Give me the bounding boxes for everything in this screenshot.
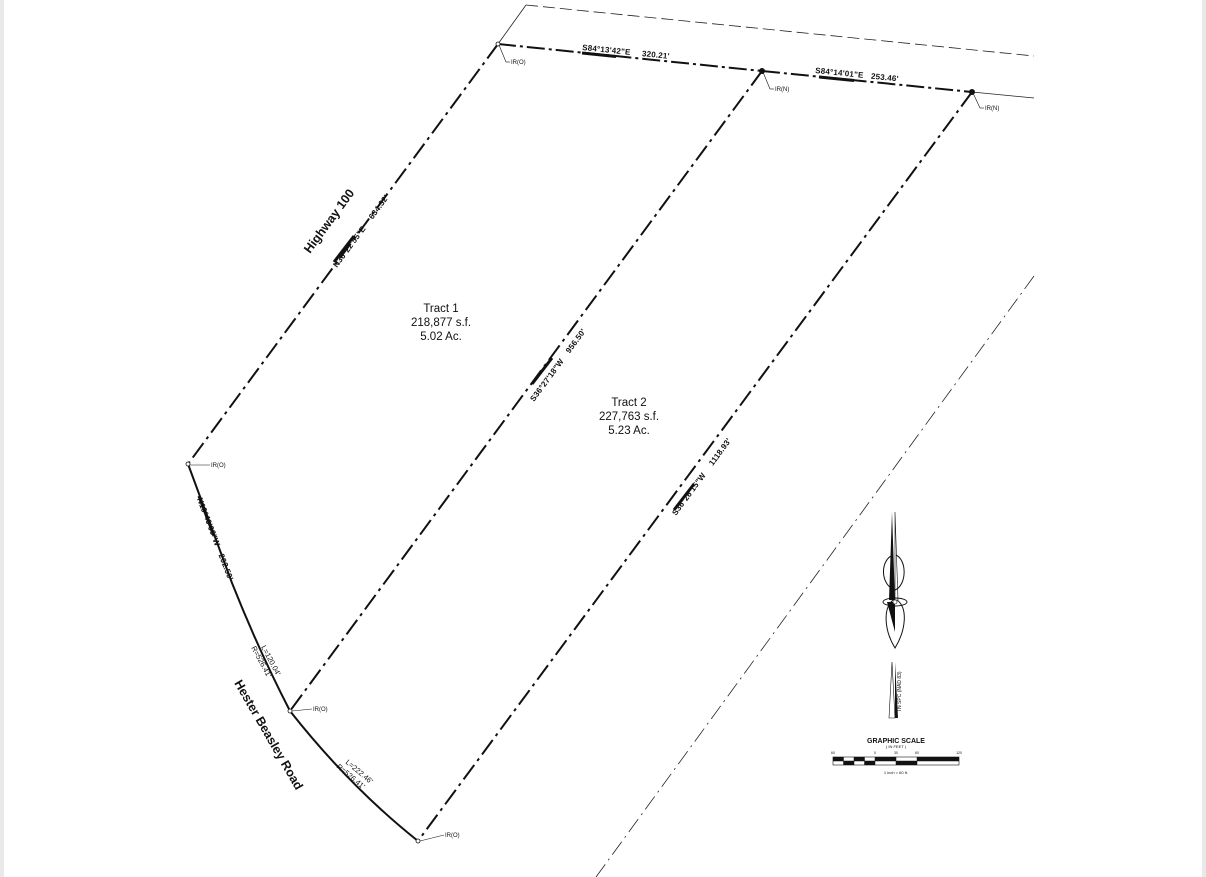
distance-label-east: 1118.93' <box>707 437 733 468</box>
boundary-east <box>417 91 973 842</box>
distance-label-north-2: 253.46' <box>871 72 900 84</box>
north-arrow-icon: TN SPC (NAD 83) <box>882 511 908 719</box>
pin-label: IR(O) <box>511 60 526 66</box>
scale-tick-4: 120 <box>956 751 962 755</box>
adjacent-line-corner <box>497 4 527 45</box>
distance-label-highway: 634.32' <box>367 193 391 221</box>
pin-label: IR(O) <box>445 833 460 839</box>
pin-ir-n-middle: IR(N) <box>759 68 789 93</box>
graphic-scale: GRAPHIC SCALE ( IN FEET ) 60 0 30 60 120… <box>831 738 962 775</box>
bearing-mark-highway <box>332 235 356 263</box>
scale-tick-3: 60 <box>915 751 919 755</box>
boundary-north-2 <box>761 70 973 93</box>
scale-tick-2: 30 <box>894 751 898 755</box>
distance-label-middle: 956.50' <box>564 327 588 355</box>
adjacent-line-north <box>525 4 1035 57</box>
pin-ir-o-south: IR(O) <box>415 833 460 844</box>
scale-units: ( IN FEET ) <box>886 744 907 749</box>
tract-1-area-ac: 5.02 Ac. <box>420 331 462 343</box>
tract-1-label: Tract 1 218,877 s.f. 5.02 Ac. <box>411 303 471 343</box>
north-arrow-label: TN SPC (NAD 83) <box>897 671 903 712</box>
pin-ir-o-hester: IR(O) <box>287 707 328 714</box>
bearing-mark-north-2 <box>818 75 855 82</box>
tract-2-name: Tract 2 <box>611 397 646 409</box>
tract-2-area-sf: 227,763 s.f. <box>599 411 659 423</box>
pin-ir-o-north: IR(O) <box>495 41 526 66</box>
bearing-mark-east <box>672 483 696 511</box>
bearing-label-highway: N36°22'55"E <box>331 224 368 269</box>
distance-label-north-1: 320.21' <box>641 49 670 61</box>
adjacent-line-southeast <box>595 275 1035 877</box>
scale-tick-1: 0 <box>874 751 876 755</box>
survey-plat: IR(O) IR(N) IR(N) IR(O) IR(O) IR(O) S84°… <box>185 4 1035 877</box>
tract-2-label: Tract 2 227,763 s.f. 5.23 Ac. <box>599 397 659 437</box>
adjacent-line-east <box>971 91 1035 99</box>
tract-1-name: Tract 1 <box>423 303 458 315</box>
tract-2-area-ac: 5.23 Ac. <box>608 425 650 437</box>
pin-label: IR(O) <box>313 707 328 713</box>
boundary-hester-curve <box>289 710 419 842</box>
boundary-hester-west <box>187 463 291 712</box>
boundary-tract-division <box>289 70 763 712</box>
tract-1-area-sf: 218,877 s.f. <box>411 317 471 329</box>
scale-tick-0: 60 <box>831 751 835 755</box>
pin-ir-n-east: IR(N) <box>969 89 999 112</box>
distance-label-west: 202.50' <box>217 553 235 582</box>
pin-label: IR(O) <box>211 463 226 469</box>
scale-note: 1 inch = 60 ft. <box>884 770 908 775</box>
road-label-hester: Hester Beasley Road <box>231 678 305 793</box>
bearing-label-east: S36°26'15"W <box>670 471 707 517</box>
bearing-mark-middle <box>530 357 554 385</box>
boundary-highway <box>187 43 499 465</box>
bearing-mark-north-1 <box>581 51 617 58</box>
bearing-label-west: N19°40'06"W <box>195 496 222 547</box>
bearing-mark-west <box>197 495 216 537</box>
pin-label: IR(N) <box>775 87 789 93</box>
boundary-north-1 <box>497 43 763 72</box>
survey-page: IR(O) IR(N) IR(N) IR(O) IR(O) IR(O) S84°… <box>4 0 1202 877</box>
pin-ir-o-west: IR(O) <box>185 461 226 469</box>
scale-title: GRAPHIC SCALE <box>867 738 925 745</box>
pin-label: IR(N) <box>985 106 999 112</box>
